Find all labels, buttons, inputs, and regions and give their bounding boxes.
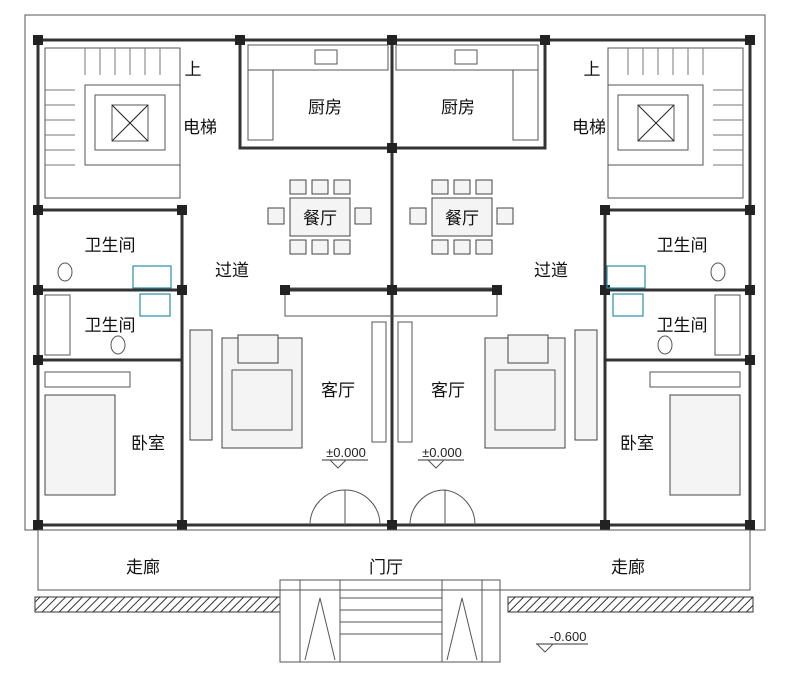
level-marker-left (322, 459, 368, 469)
entry-doors[interactable] (309, 321, 476, 526)
living-sofa-left (189, 329, 303, 449)
label-bath-right-lower: 卫生间 (657, 316, 708, 336)
level-ground: -0.600 (550, 629, 587, 644)
label-hall-left: 过道 (215, 261, 249, 281)
label-bedroom-right: 卧室 (620, 434, 654, 454)
bath-fixtures (44, 262, 741, 356)
bed-left (44, 371, 131, 496)
kitchen-counters (247, 44, 539, 141)
dining-table-left (267, 179, 372, 255)
dining-table-right (409, 179, 514, 255)
railing-left (34, 596, 281, 613)
columns (33, 35, 755, 530)
level-floor-right: ±0.000 (422, 445, 462, 460)
label-dining-right: 餐厅 (445, 209, 479, 229)
label-elevator-left: 电梯 (183, 118, 217, 138)
elevator-right (607, 84, 704, 166)
label-corridor-left: 走廊 (126, 558, 160, 578)
label-bath-right-upper: 卫生间 (657, 236, 708, 256)
label-hall-right: 过道 (534, 261, 568, 281)
level-marker-right (418, 459, 464, 469)
living-sofa-right (484, 329, 598, 449)
label-bath-left-lower: 卫生间 (85, 316, 136, 336)
railing-right (507, 596, 754, 613)
label-bedroom-left: 卧室 (131, 434, 165, 454)
label-living-left: 客厅 (321, 381, 355, 401)
stair-left (44, 47, 181, 199)
label-dining-left: 餐厅 (303, 209, 337, 229)
level-marker-ground (536, 643, 588, 653)
level-floor-left: ±0.000 (326, 445, 366, 460)
label-kitchen-left: 厨房 (308, 98, 342, 118)
label-corridor-right: 走廊 (611, 558, 645, 578)
label-stair-up-left: 上 (185, 60, 202, 80)
porch (34, 529, 754, 663)
bed-right (649, 371, 741, 496)
label-bath-left-upper: 卫生间 (85, 236, 136, 256)
label-kitchen-right: 厨房 (441, 98, 475, 118)
label-living-right: 客厅 (431, 381, 465, 401)
label-elevator-right: 电梯 (572, 118, 606, 138)
stair-right (607, 47, 744, 199)
label-stair-up-right: 上 (584, 60, 601, 80)
elevator-left (84, 84, 181, 166)
label-foyer: 门厅 (369, 558, 403, 578)
